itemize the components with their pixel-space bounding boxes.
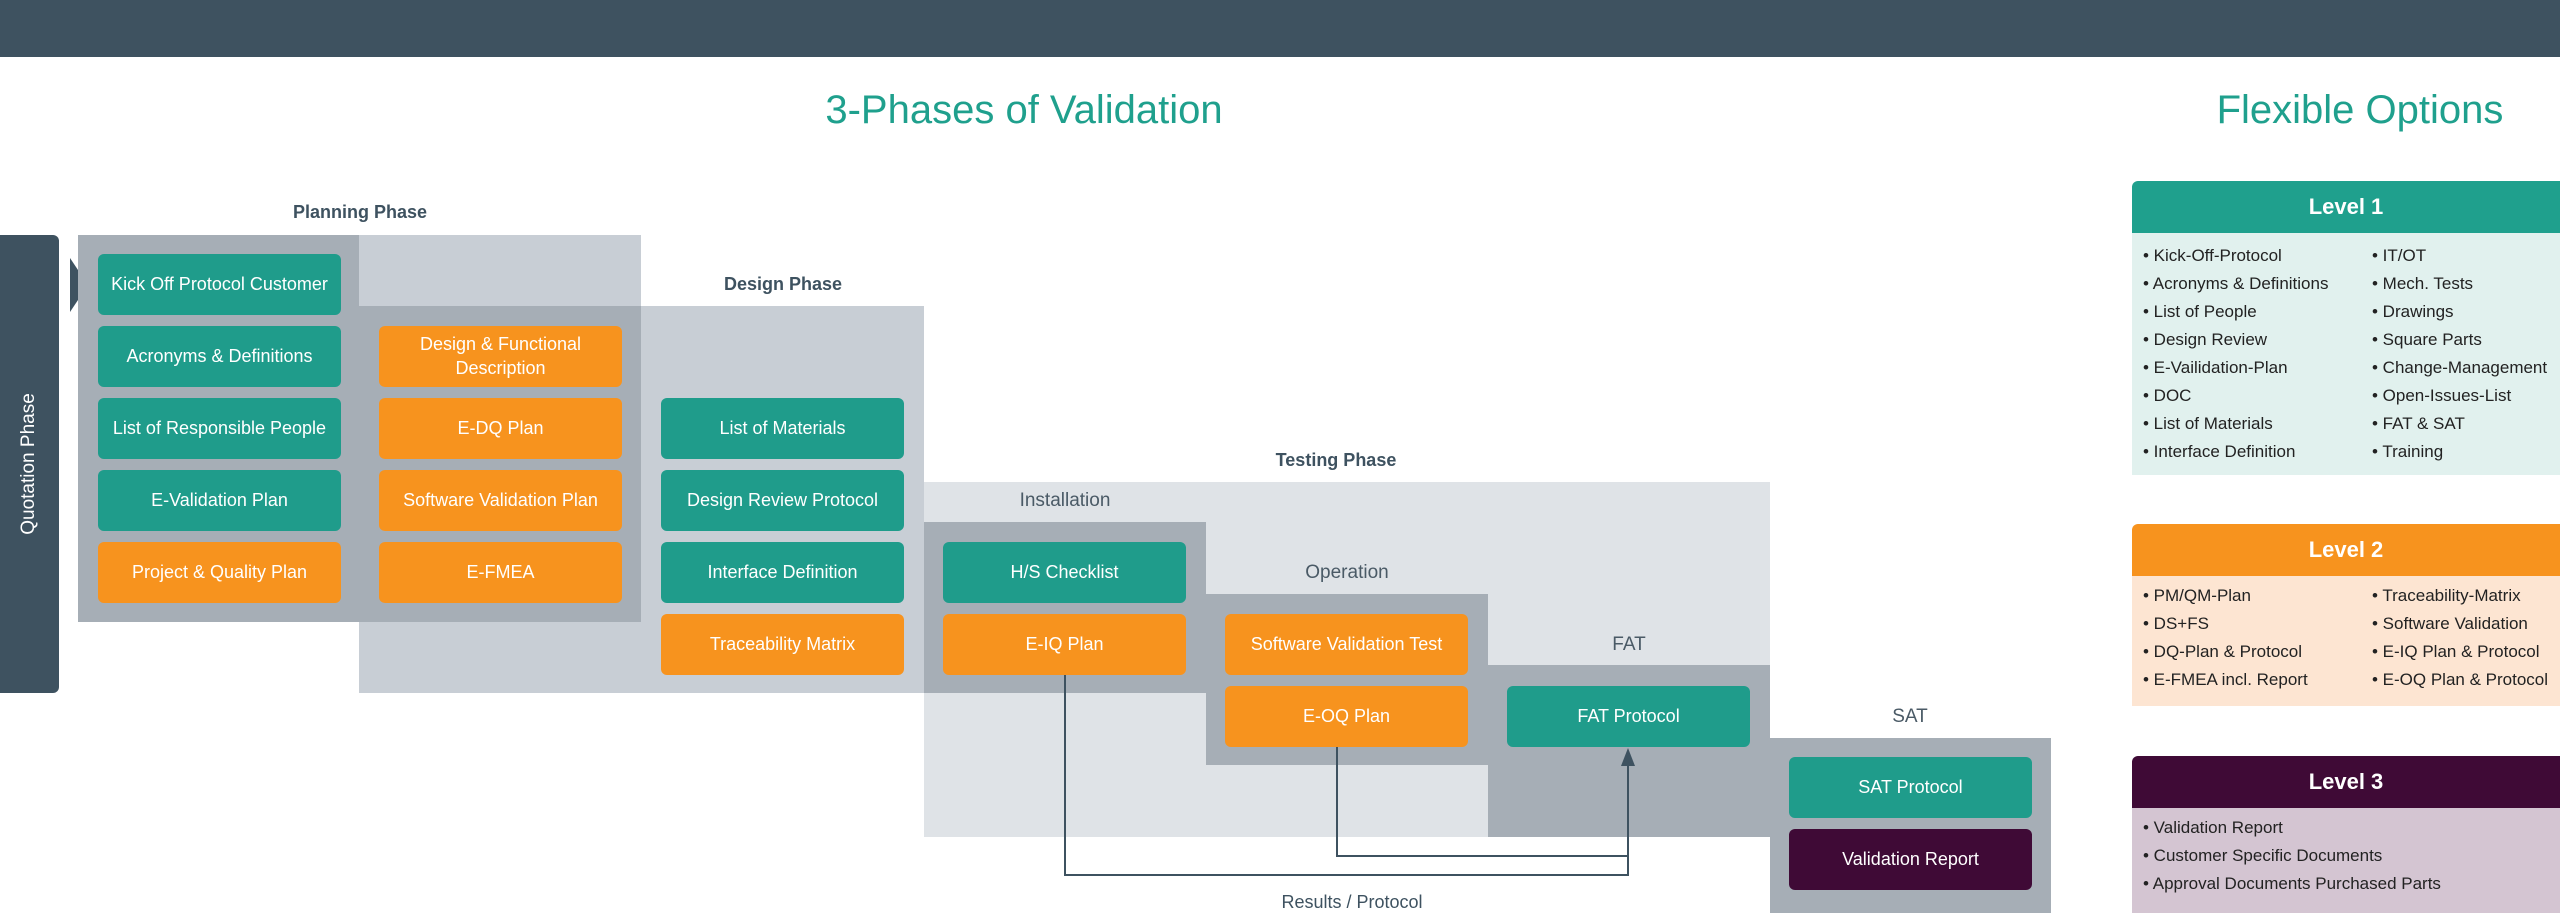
level-3-item: • Customer Specific Documents — [2143, 846, 2383, 865]
level-2-body: • PM/QM-Plan • DS+FS • DQ-Plan & Protoco… — [2132, 576, 2560, 706]
level-1-item: • Change-Management — [2372, 358, 2548, 377]
fat-label: FAT — [1612, 634, 1646, 655]
level-1-item: • Training — [2372, 442, 2444, 461]
planning-item-edq-plan: E-DQ Plan — [379, 398, 622, 459]
level-1-item: • Mech. Tests — [2372, 274, 2474, 293]
level-3-item: • Validation Report — [2143, 818, 2283, 837]
level-1-item: • Acronyms & Definitions — [2143, 274, 2329, 293]
level-2-item: • E-IQ Plan & Protocol — [2372, 642, 2540, 661]
level-1-item: • List of Materials — [2143, 414, 2273, 433]
installation-label: Installation — [1019, 490, 1111, 511]
design-item-traceability: Traceability Matrix — [661, 614, 904, 675]
level-3-header: Level 3 — [2132, 756, 2560, 808]
planning-item-people: List of Responsible People — [98, 398, 341, 459]
level-1-item: • DOC — [2143, 386, 2192, 405]
level-1-body: • Kick-Off-Protocol • Acronyms & Definit… — [2132, 233, 2560, 475]
sat-item-protocol: SAT Protocol — [1789, 757, 2032, 818]
planning-phase-label: Planning Phase — [292, 202, 428, 222]
level-1-item: • List of People — [2143, 302, 2257, 321]
planning-item-validation-plan: E-Validation Plan — [98, 470, 341, 531]
planning-item-acronyms: Acronyms & Definitions — [98, 326, 341, 387]
level-1-item: • Design Review — [2143, 330, 2268, 349]
design-item-review-protocol: Design Review Protocol — [661, 470, 904, 531]
design-item-materials: List of Materials — [661, 398, 904, 459]
planning-item-efmea: E-FMEA — [379, 542, 622, 603]
planning-item-project-quality: Project & Quality Plan — [98, 542, 341, 603]
testing-phase-label: Testing Phase — [1275, 450, 1397, 470]
level-3-item: • Approval Documents Purchased Parts — [2143, 874, 2441, 893]
level-1-item: • Interface Definition — [2143, 442, 2296, 461]
level-2-item: • Traceability-Matrix — [2372, 586, 2521, 605]
level-1-item: • Open-Issues-List — [2372, 386, 2512, 405]
level-3-body: • Validation Report • Customer Specific … — [2132, 808, 2560, 913]
operation-item-software-test: Software Validation Test — [1225, 614, 1468, 675]
level-2-item: • DS+FS — [2143, 614, 2209, 633]
level-1-item: • FAT & SAT — [2372, 414, 2465, 433]
planning-item-design-functional: Design & Functional Description — [379, 326, 622, 387]
main-title: 3-Phases of Validation — [825, 88, 1223, 132]
results-protocol-label: Results / Protocol — [1281, 892, 1423, 912]
quotation-phase-bar: Quotation Phase — [0, 235, 59, 693]
level-1-item: • E-Vailidation-Plan — [2143, 358, 2288, 377]
level-1-header: Level 1 — [2132, 181, 2560, 233]
level-2-item: • Software Validation — [2372, 614, 2528, 633]
sat-item-validation-report: Validation Report — [1789, 829, 2032, 890]
level-2-item: • PM/QM-Plan — [2143, 586, 2251, 605]
level-1-item: • Kick-Off-Protocol — [2143, 246, 2282, 265]
design-item-interface: Interface Definition — [661, 542, 904, 603]
level-1-item: • Square Parts — [2372, 330, 2482, 349]
planning-item-kickoff: Kick Off Protocol Customer — [98, 254, 341, 315]
operation-label: Operation — [1305, 562, 1389, 583]
design-phase-label: Design Phase — [723, 274, 843, 294]
level-2-item: • E-FMEA incl. Report — [2143, 670, 2308, 689]
installation-item-eiq-plan: E-IQ Plan — [943, 614, 1186, 675]
top-bar — [0, 0, 2560, 57]
level-2-item: • DQ-Plan & Protocol — [2143, 642, 2303, 661]
installation-item-hs-checklist: H/S Checklist — [943, 542, 1186, 603]
level-1-item: • Drawings — [2372, 302, 2454, 321]
fat-item-protocol: FAT Protocol — [1507, 686, 1750, 747]
level-1-item: • IT/OT — [2372, 246, 2427, 265]
operation-item-eoq-plan: E-OQ Plan — [1225, 686, 1468, 747]
level-2-item: • E-OQ Plan & Protocol — [2372, 670, 2549, 689]
options-title: Flexible Options — [2216, 88, 2504, 132]
sat-label: SAT — [1892, 706, 1928, 727]
planning-item-software-validation-plan: Software Validation Plan — [379, 470, 622, 531]
level-2-header: Level 2 — [2132, 524, 2560, 576]
